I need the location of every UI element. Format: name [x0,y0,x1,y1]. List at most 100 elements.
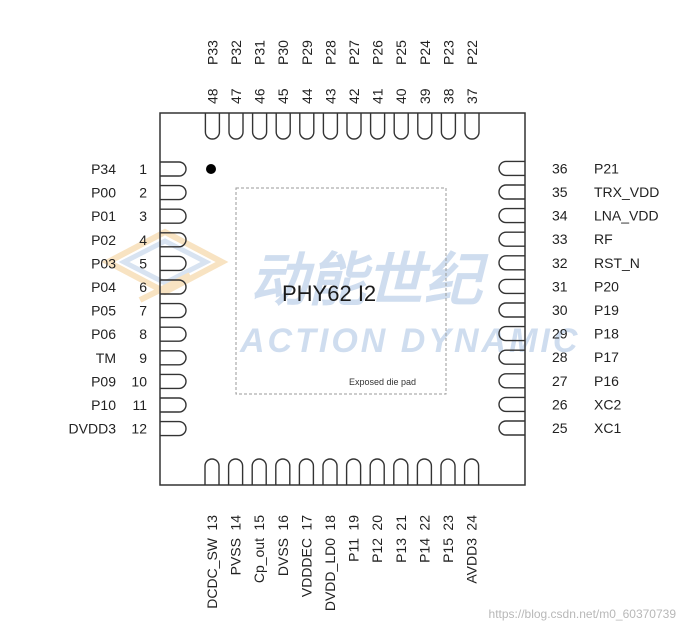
pin-label: P06 [91,326,116,342]
pin-number: 33 [552,231,568,247]
pin-9: 9TM [96,350,187,366]
pin-number: 41 [370,88,386,104]
pin-label: P32 [228,40,244,65]
pin-pad [160,326,187,342]
pin-pad [369,113,386,140]
pin-pad [440,458,456,485]
pin-label: Cp_out [251,538,267,583]
pin-number: 30 [552,302,568,318]
pin-pad [160,161,187,177]
watermark-en: ACTION DYNAMIC [239,322,580,360]
pin-number: 35 [552,184,568,200]
pin-pad [204,113,221,140]
pin-pad [345,458,362,485]
pin-number: 27 [552,373,568,389]
pin-pad [498,373,525,389]
pin-label: RF [594,231,613,247]
pin-47: 47 P32 [228,40,244,140]
pin-pad [498,160,525,177]
pin-pad [160,420,187,437]
pin-label: RST_N [594,255,640,271]
pin-label: DCDC_SW [204,537,220,609]
die-pad-label: Exposed die pad [349,377,416,387]
pin-pad [464,113,480,140]
pin-pad [393,458,409,485]
pin-label: P09 [91,373,116,389]
pin-number: 31 [552,278,568,294]
pin-label: PVSS [228,538,244,575]
pins-left: 1P342P003P014P025P036P047P058P069TM10P09… [69,161,187,437]
pin-33: 33 RF [498,231,613,247]
pin-pad [160,279,187,295]
pin-number: 47 [228,88,244,104]
pin-10: 10 P09 [91,373,187,390]
pin-pad [299,113,315,140]
pin-number: 20 [369,515,385,531]
pin-label: P31 [252,40,268,65]
pin-number: 43 [322,88,338,104]
pin-number: 26 [552,396,568,412]
pin-pad [498,349,525,365]
pin-label: VDDDEC [298,538,314,597]
pin-number: 7 [139,303,147,319]
pin-number: 11 [132,397,147,413]
pin-number: 13 [204,515,220,531]
pin-label: P20 [594,278,619,294]
pin-number: 2 [139,185,147,201]
pin-number: 22 [416,515,432,531]
pin-pad [498,184,525,200]
pin-number: 19 [346,515,362,531]
pin-number: 10 [131,373,147,389]
pin-label: P27 [346,40,362,65]
pin-label: P10 [91,397,116,413]
pin-pad [322,113,339,140]
pin-label: P05 [91,303,116,319]
pin-pad [369,458,385,485]
chip-name: PHY62 I2 [282,281,376,306]
pin-pad [498,325,525,342]
pin-label: P28 [322,40,338,65]
pin-pad [440,113,457,140]
pin-pad [160,373,187,390]
pin-pad [498,278,525,295]
pin-pad [227,458,244,485]
pin-11: 11 P10 [91,397,187,413]
pins-bottom: 13DCDC_SW14PVSS15Cp_out16DVSS17VDDDEC18D… [204,458,480,611]
pin-pad [498,302,525,318]
pin-number: 25 [552,420,568,436]
pin-label: P14 [416,538,432,563]
pin-label: P03 [91,255,116,271]
pin-label: TRX_VDD [594,184,659,200]
chip-body [159,112,526,486]
pin-pad [160,208,187,224]
pin-pad [322,458,338,485]
pin-pad [498,207,525,224]
pin-pad [160,350,187,366]
pin-35: 35 TRX_VDD [498,184,659,200]
pin-pad [204,458,220,485]
pin-label: P12 [369,538,385,563]
pin-number: 44 [299,88,315,104]
pin-number: 24 [464,515,480,531]
